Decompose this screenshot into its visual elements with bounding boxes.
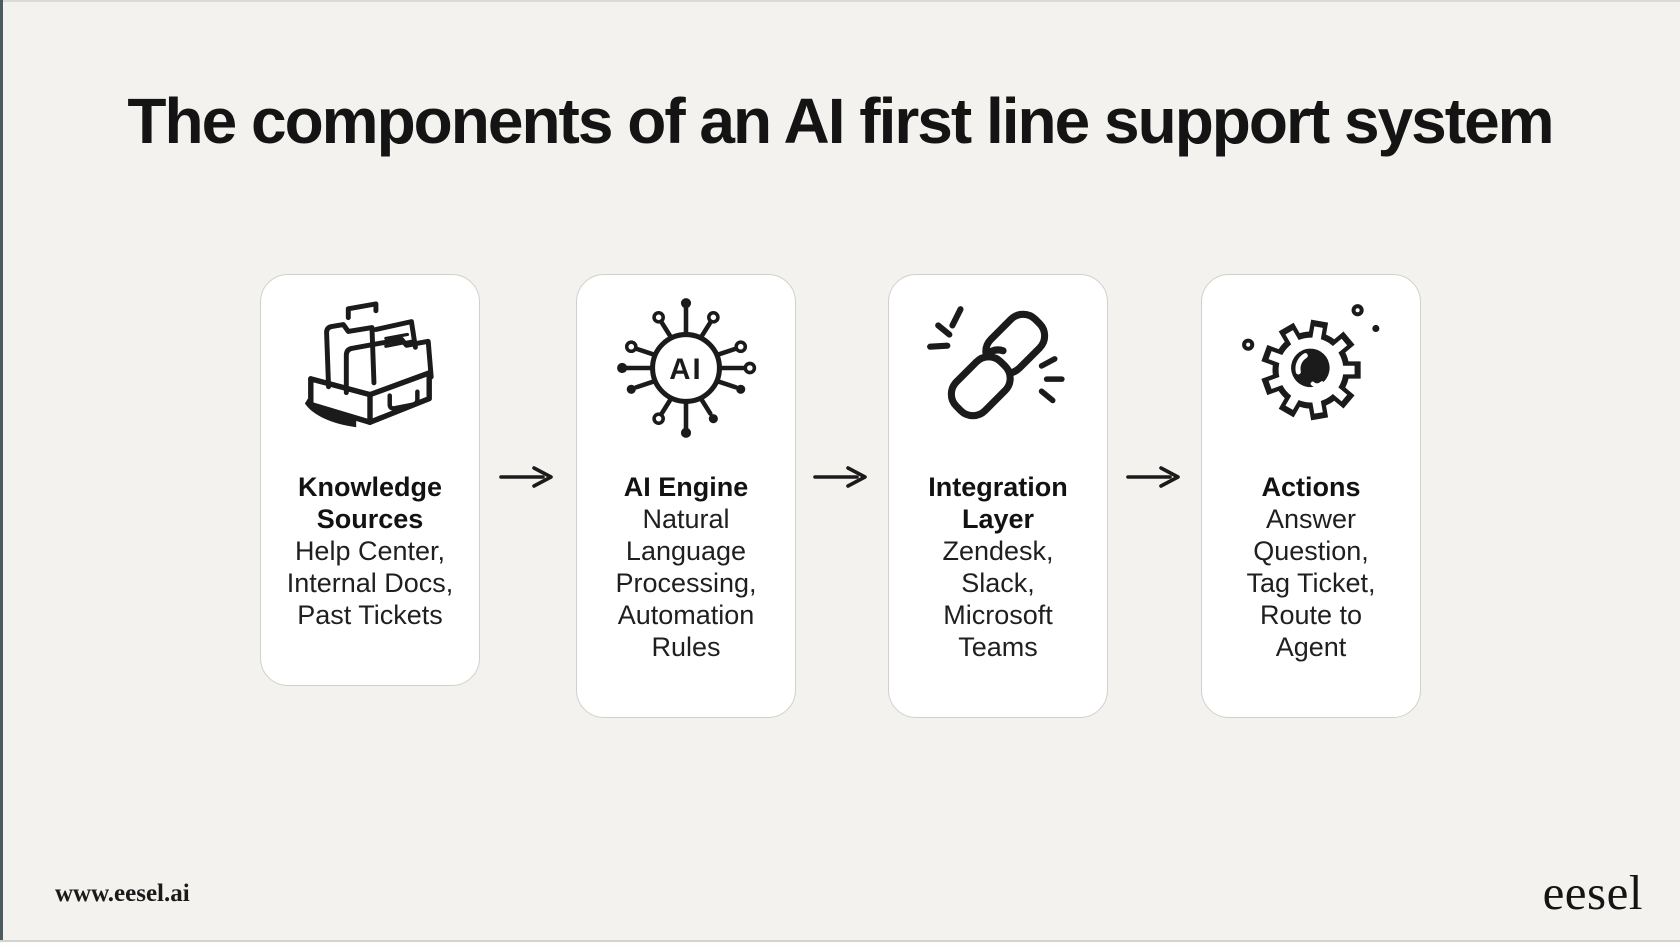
- card-title: Knowledge Sources: [297, 472, 442, 534]
- card-title: Actions: [1261, 472, 1361, 502]
- ai-chip-icon: AI: [586, 293, 786, 443]
- brand-logo: eesel: [1542, 865, 1643, 920]
- card-body: Help Center, Internal Docs, Past Tickets: [286, 536, 454, 630]
- bottom-edge-line: [0, 940, 1680, 942]
- card-actions: Actions Answer Question, Tag Ticket, Rou…: [1201, 274, 1421, 718]
- card-title: Integration Layer: [928, 472, 1068, 534]
- card-body: Zendesk, Slack, Microsoft Teams: [942, 536, 1054, 662]
- page-title: The components of an AI first line suppo…: [127, 85, 1554, 157]
- card-knowledge-sources: Knowledge Sources Help Center, Internal …: [260, 274, 480, 686]
- flow-diagram: Knowledge Sources Help Center, Internal …: [260, 274, 1421, 718]
- flow-arrow-icon: [796, 466, 888, 488]
- card-body: Natural Language Processing, Automation …: [615, 504, 757, 662]
- card-ai-engine: AI AI Engine Natural Language Processing…: [576, 274, 796, 718]
- archive-box-icon: [270, 293, 470, 443]
- card-title: AI Engine: [623, 472, 749, 502]
- top-edge-line: [0, 0, 1680, 2]
- flow-arrow-icon: [1108, 466, 1201, 488]
- chain-link-icon: [898, 293, 1098, 443]
- card-body: Answer Question, Tag Ticket, Route to Ag…: [1246, 504, 1376, 662]
- ai-label: AI: [669, 353, 702, 386]
- flow-arrow-icon: [480, 466, 576, 488]
- card-integration-layer: Integration Layer Zendesk, Slack, Micros…: [888, 274, 1108, 718]
- bottom-edge-strip: [0, 942, 1680, 945]
- gear-icon: [1211, 293, 1411, 443]
- footer-url: www.eesel.ai: [55, 880, 190, 907]
- left-edge-line: [0, 0, 3, 945]
